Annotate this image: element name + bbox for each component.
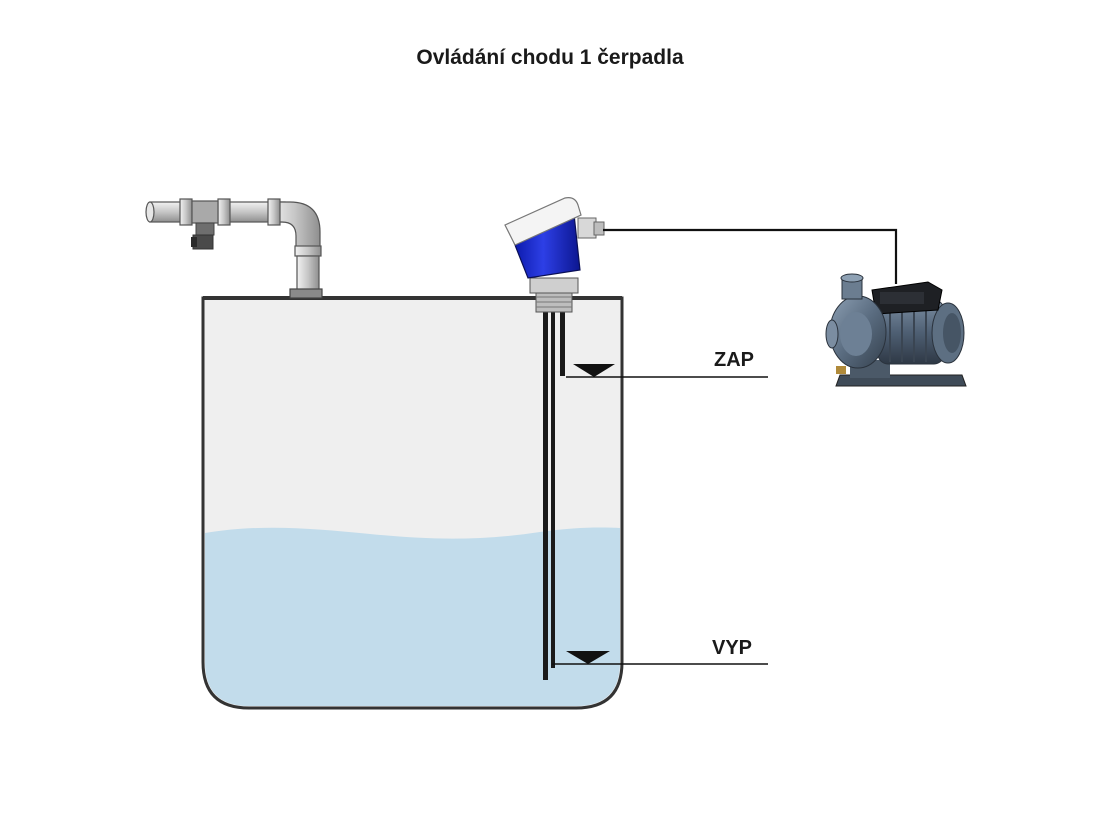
diagram-title: Ovládání chodu 1 čerpadla — [416, 46, 684, 69]
level-sensor — [504, 197, 605, 680]
level-off-triangle — [566, 651, 610, 664]
level-on-marker: ZAP — [566, 349, 768, 378]
tank — [201, 296, 624, 710]
probe-rod-long — [543, 310, 548, 680]
water — [205, 527, 620, 706]
probe-rod-short — [560, 310, 565, 376]
level-on-triangle — [573, 364, 615, 377]
level-on-label: ZAP — [714, 349, 754, 371]
inlet-pipe — [145, 198, 323, 299]
level-off-marker: VYP — [552, 637, 768, 665]
probe-rod-mid — [551, 310, 555, 668]
level-off-label: VYP — [712, 637, 752, 659]
sensor-cap — [504, 197, 582, 246]
pump — [825, 273, 967, 387]
signal-cable — [603, 228, 898, 284]
